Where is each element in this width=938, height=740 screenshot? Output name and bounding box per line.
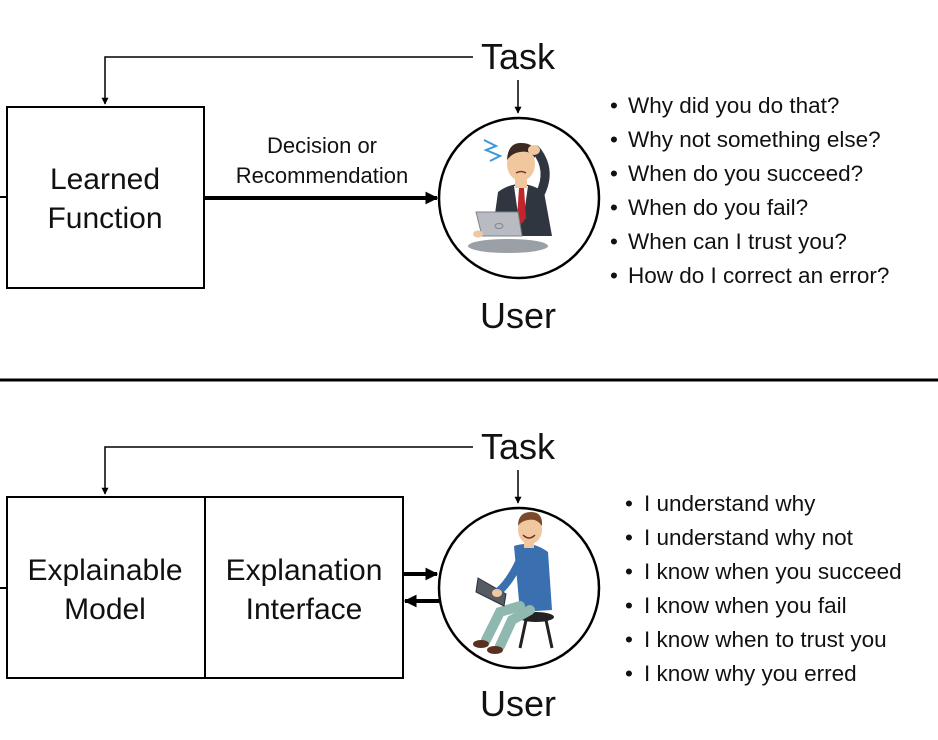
bottom-task-label: Task: [481, 426, 556, 467]
answer-item-1: I understand why: [644, 491, 816, 516]
learned-function-line1: Learned: [50, 163, 160, 196]
explanation-interface-line1: Explanation: [226, 554, 383, 587]
explanation-interface-line2: Interface: [246, 593, 363, 626]
question-bullet-2: •: [610, 127, 618, 152]
question-item-1: Why did you do that?: [628, 93, 839, 118]
answer-item-4: I know when you fail: [644, 593, 847, 618]
answer-item-5: I know when to trust you: [644, 627, 887, 652]
confused-user-with-laptop-icon: [468, 139, 552, 253]
decision-label-line2: Recommendation: [236, 163, 408, 188]
question-bullet-4: •: [610, 195, 618, 220]
bottom-panel: Task Explainable Model Explanation Inter…: [0, 426, 902, 724]
answer-bullet-1: •: [625, 491, 633, 516]
top-task-feedback-arrow: [101, 56, 473, 105]
explainable-model-line1: Explainable: [27, 554, 182, 587]
happy-user-with-laptop-icon: [473, 512, 554, 654]
question-item-3: When do you succeed?: [628, 161, 863, 186]
answer-bullet-3: •: [625, 559, 633, 584]
answer-bullet-4: •: [625, 593, 633, 618]
answer-item-6: I know why you erred: [644, 661, 857, 686]
explainable-model-line2: Model: [64, 593, 146, 626]
answer-list: • I understand why • I understand why no…: [625, 491, 902, 686]
explanation-interface-box: [204, 496, 404, 679]
answer-item-2: I understand why not: [644, 525, 854, 550]
top-task-label: Task: [481, 36, 556, 77]
answer-bullet-6: •: [625, 661, 633, 686]
bottom-task-feedback-arrow: [101, 446, 473, 495]
question-item-6: How do I correct an error?: [628, 263, 889, 288]
decision-label-line1: Decision or: [267, 133, 377, 158]
question-item-2: Why not something else?: [628, 127, 881, 152]
question-bullet-1: •: [610, 93, 618, 118]
question-item-4: When do you fail?: [628, 195, 808, 220]
question-bullet-5: •: [610, 229, 618, 254]
answer-bullet-5: •: [625, 627, 633, 652]
answer-item-3: I know when you succeed: [644, 559, 902, 584]
question-bullet-3: •: [610, 161, 618, 186]
bottom-user-label: User: [480, 683, 556, 724]
question-item-5: When can I trust you?: [628, 229, 847, 254]
question-list: • Why did you do that? • Why not somethi…: [610, 93, 889, 288]
answer-bullet-2: •: [625, 525, 633, 550]
top-user-label: User: [480, 295, 556, 336]
question-bullet-6: •: [610, 263, 618, 288]
explainable-model-box: [6, 496, 206, 679]
top-panel: Task Learned Function Decision or Recomm…: [0, 36, 889, 336]
learned-function-line2: Function: [47, 202, 162, 235]
learned-function-box: [6, 106, 205, 289]
